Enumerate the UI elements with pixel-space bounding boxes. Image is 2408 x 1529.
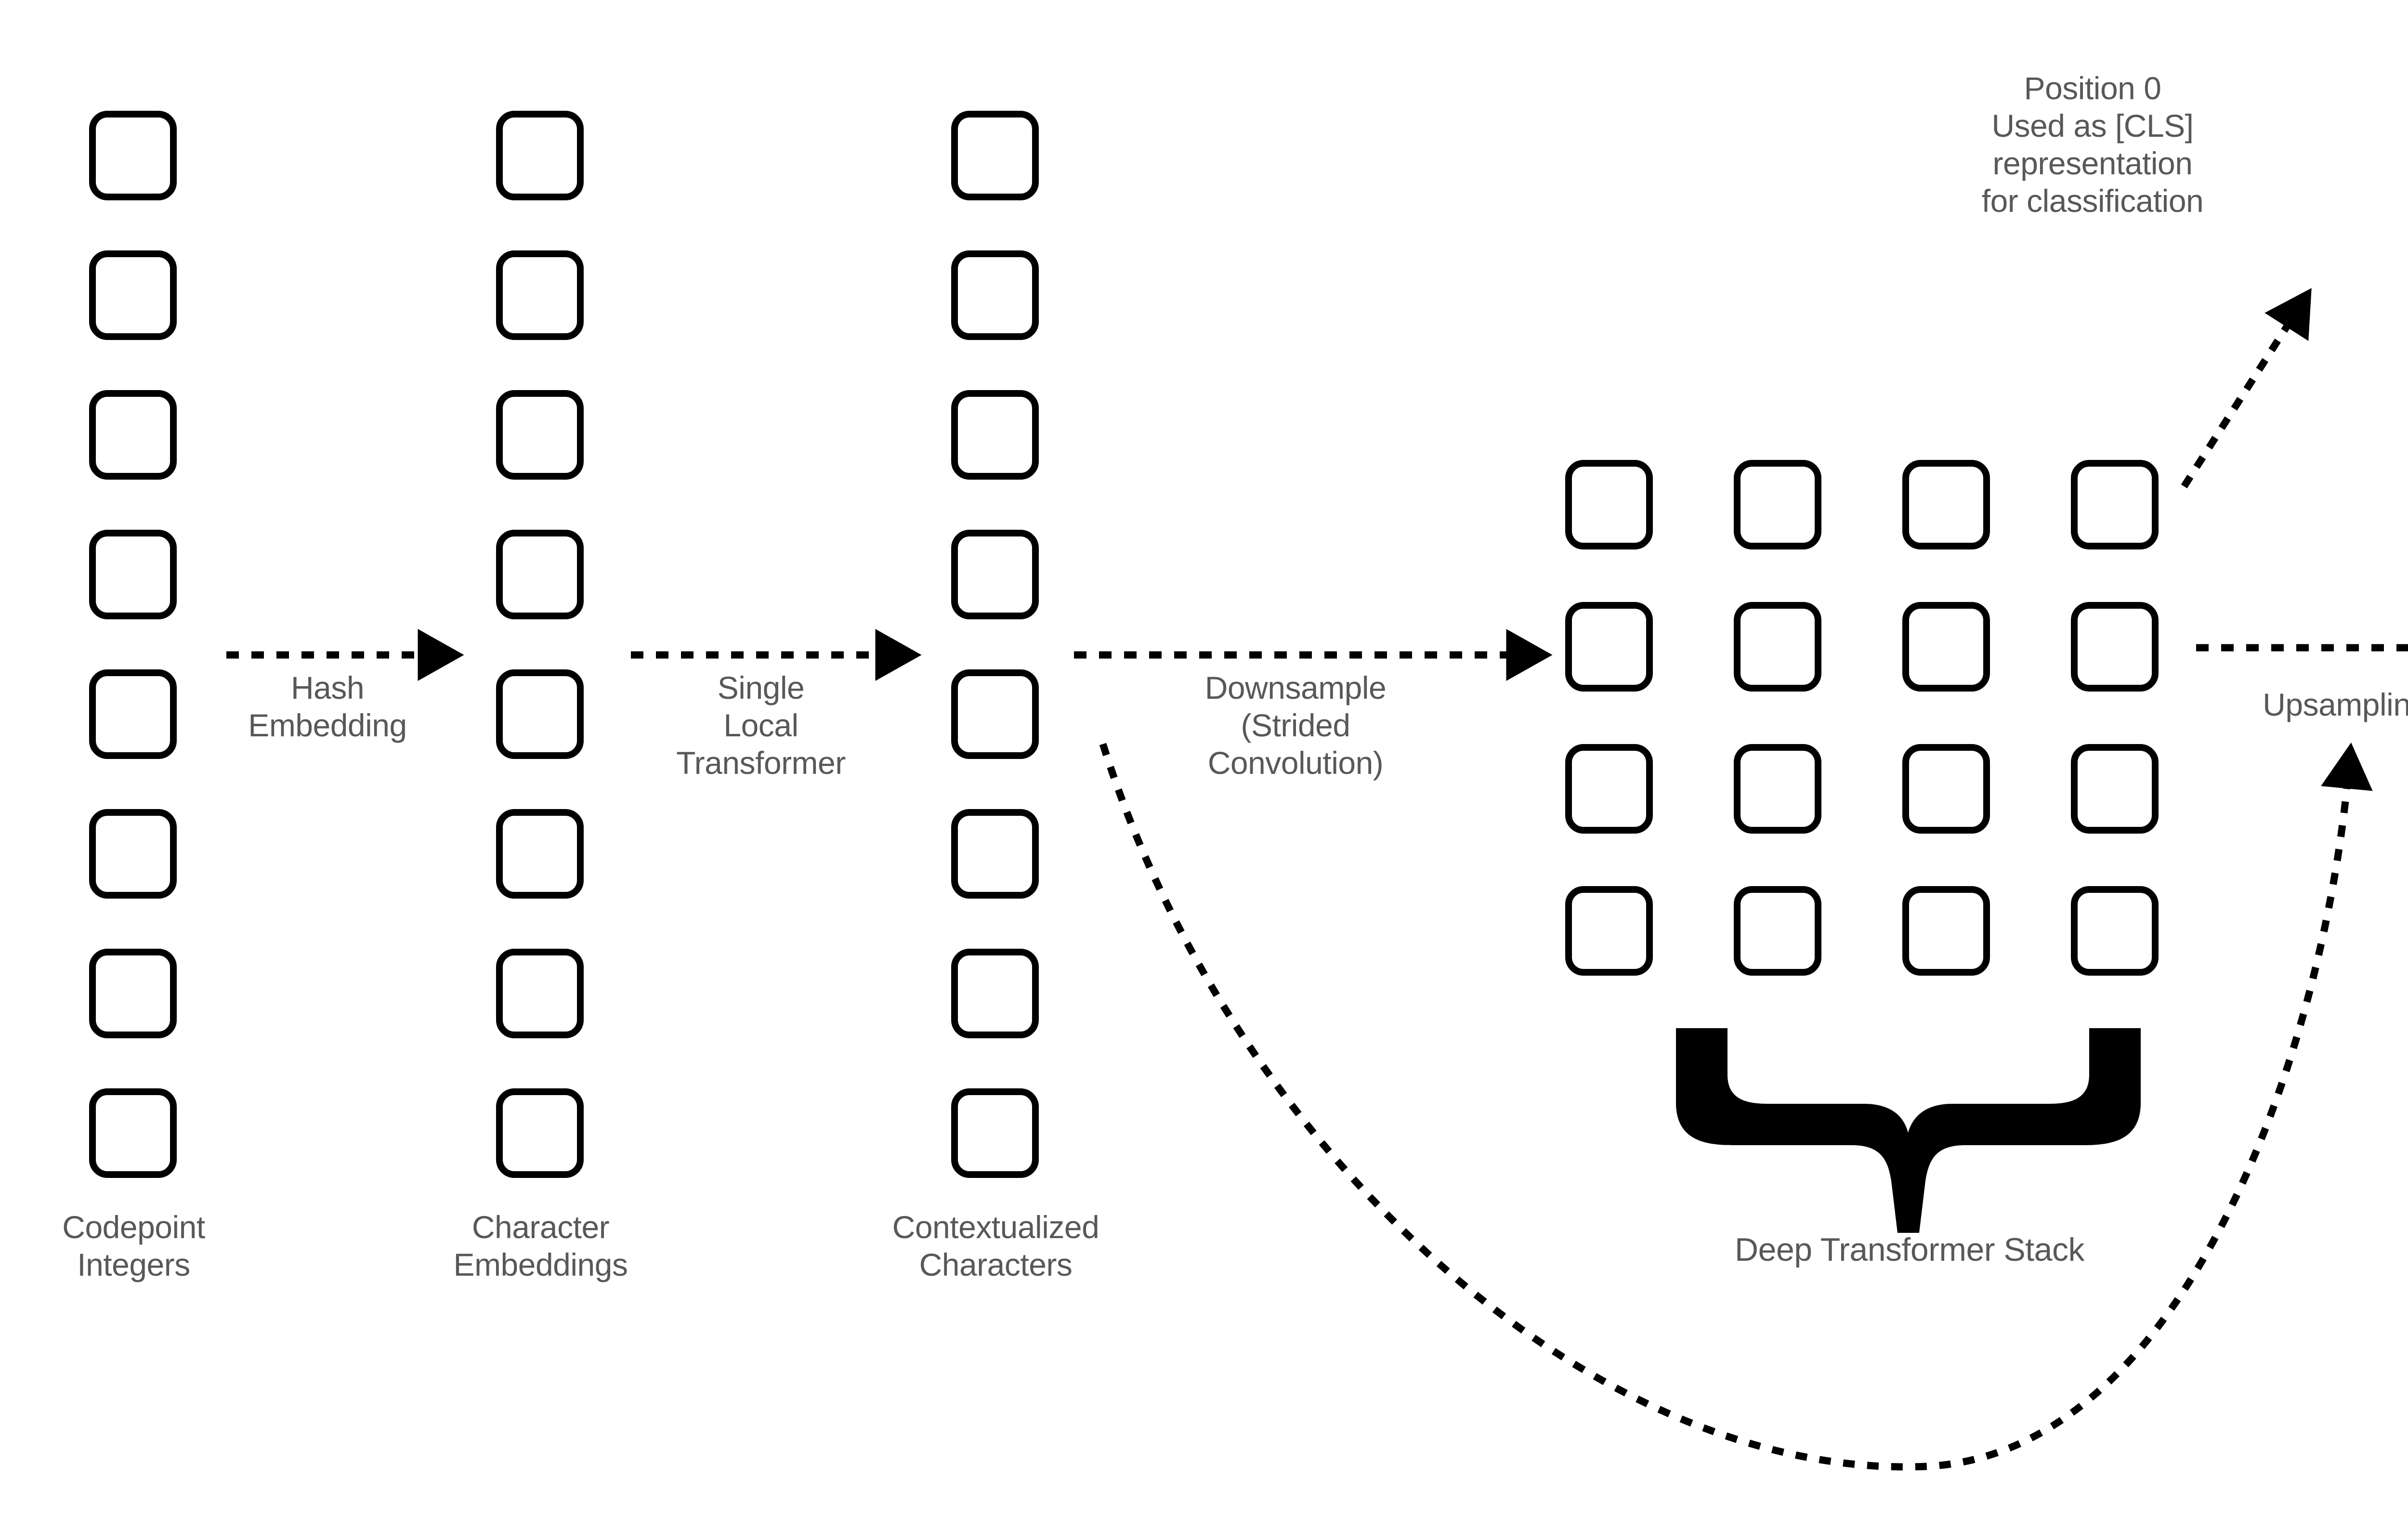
cell-charemb-6 bbox=[496, 949, 584, 1038]
cell-ctxchar-5 bbox=[951, 809, 1039, 899]
cell-ctxchar-4 bbox=[951, 669, 1039, 759]
cell-stack-r1-c3 bbox=[2071, 602, 2159, 692]
cell-ctxchar-3 bbox=[951, 530, 1039, 619]
cell-charemb-2 bbox=[496, 390, 584, 480]
cell-codepoint-3 bbox=[89, 530, 177, 619]
upsampling-label: Upsampling bbox=[2263, 687, 2408, 722]
cell-stack-r1-c1 bbox=[1734, 602, 1821, 692]
cell-stack-r0-c0 bbox=[1565, 460, 1653, 549]
cell-stack-r1-c2 bbox=[1902, 602, 1990, 692]
cell-codepoint-5 bbox=[89, 809, 177, 899]
hash-embedding-label: Hash Embedding bbox=[248, 670, 407, 743]
cell-stack-r1-c0 bbox=[1565, 602, 1653, 692]
cell-stack-r2-c1 bbox=[1734, 744, 1821, 834]
cell-codepoint-2 bbox=[89, 390, 177, 480]
cell-codepoint-4 bbox=[89, 669, 177, 759]
cell-charemb-5 bbox=[496, 809, 584, 899]
cell-codepoint-7 bbox=[89, 1088, 177, 1178]
cell-stack-r2-c0 bbox=[1565, 744, 1653, 834]
downsample-label: Downsample (Strided Convolution) bbox=[1204, 670, 1387, 781]
column-label-character-embeddings: Character Embeddings bbox=[453, 1209, 628, 1282]
residual-skip-connection-curve bbox=[1099, 742, 2373, 1471]
deep-transformer-stack-label: Deep Transformer Stack bbox=[1735, 1231, 2084, 1268]
cell-ctxchar-2 bbox=[951, 390, 1039, 480]
cell-stack-r2-c2 bbox=[1902, 744, 1990, 834]
cell-ctxchar-0 bbox=[951, 111, 1039, 200]
column-label-codepoint-integers: Codepoint Integers bbox=[62, 1209, 205, 1282]
cell-stack-r0-c2 bbox=[1902, 460, 1990, 549]
cell-charemb-0 bbox=[496, 111, 584, 200]
cell-ctxchar-1 bbox=[951, 250, 1039, 340]
cell-charemb-1 bbox=[496, 250, 584, 340]
cell-codepoint-0 bbox=[89, 111, 177, 200]
cell-stack-r0-c1 bbox=[1734, 460, 1821, 549]
cell-ctxchar-6 bbox=[951, 949, 1039, 1038]
cell-stack-r3-c0 bbox=[1565, 886, 1653, 976]
cell-charemb-3 bbox=[496, 530, 584, 619]
cell-stack-r0-c3 bbox=[2071, 460, 2159, 549]
cell-ctxchar-7 bbox=[951, 1088, 1039, 1178]
cell-stack-r3-c3 bbox=[2071, 886, 2159, 976]
cell-codepoint-6 bbox=[89, 949, 177, 1038]
cell-codepoint-1 bbox=[89, 250, 177, 340]
cls-pointer-arrow bbox=[2181, 288, 2312, 489]
cell-stack-r3-c1 bbox=[1734, 886, 1821, 976]
transformer-stack-brace-shape bbox=[1676, 1028, 2141, 1233]
cell-charemb-7 bbox=[496, 1088, 584, 1178]
column-label-contextualized-characters: Contextualized Characters bbox=[892, 1209, 1099, 1282]
cls-note: Position 0 Used as [CLS] representation … bbox=[1981, 70, 2204, 219]
cell-charemb-4 bbox=[496, 669, 584, 759]
cell-stack-r3-c2 bbox=[1902, 886, 1990, 976]
single-local-transformer-label: Single Local Transformer bbox=[676, 670, 846, 781]
cell-stack-r2-c3 bbox=[2071, 744, 2159, 834]
